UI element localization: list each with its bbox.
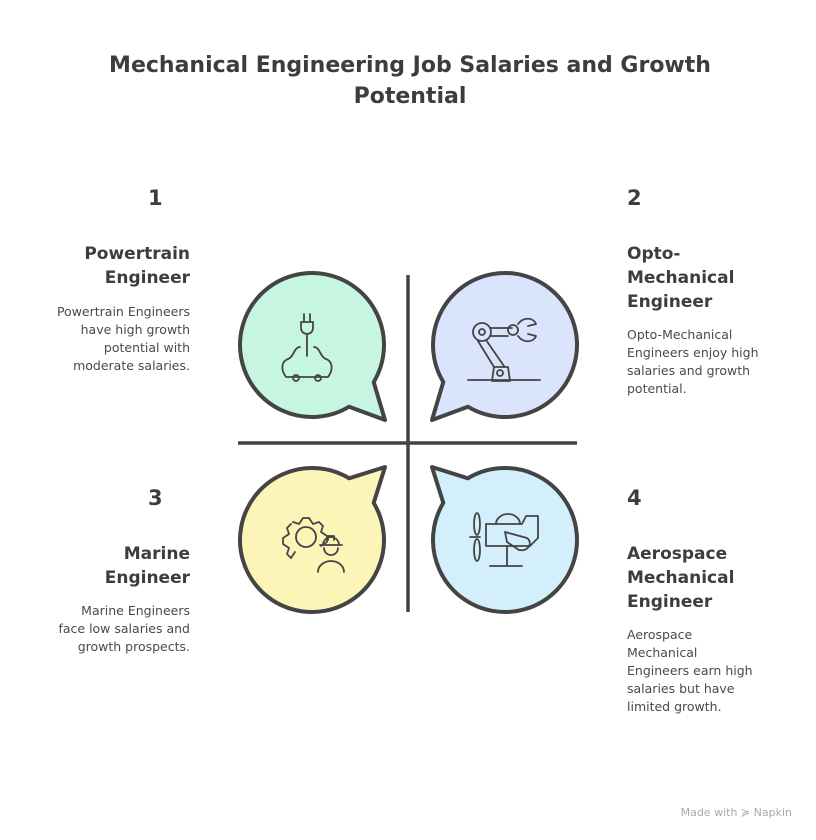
made-with-label: Made with	[680, 806, 738, 819]
bubble-aerospace	[430, 465, 579, 614]
quadrant-1-number: 1	[148, 186, 163, 210]
quadrant-3-title: Marine Engineer	[104, 544, 190, 588]
quadrant-2-title: Opto-Mechanical Engineer	[627, 244, 735, 312]
napkin-logo-icon: ≽	[740, 806, 751, 819]
quadrant-4-title: Aerospace Mechanical Engineer	[627, 544, 735, 612]
quadrant-1-description: Powertrain Engineers have high growth po…	[56, 304, 190, 373]
quadrant-3-description: Marine Engineers face low salaries and g…	[58, 603, 190, 654]
bubble-powertrain	[238, 271, 387, 422]
brand-label: Napkin	[753, 806, 792, 819]
gear-worker-icon	[282, 517, 345, 573]
quadrant-1-title: Powertrain Engineer	[84, 244, 190, 288]
quadrant-4-number: 4	[627, 486, 642, 510]
quadrant-3-number: 3	[148, 486, 163, 510]
bubble-marine	[238, 465, 387, 614]
page-title: Mechanical Engineering Job Salaries and …	[109, 53, 711, 109]
airplane-icon	[469, 512, 539, 567]
quadrant-2-description: Opto-Mechanical Engineers enjoy high sal…	[627, 327, 759, 396]
made-with-napkin-footer[interactable]: Made with ≽ Napkin	[681, 806, 792, 819]
robot-arm-icon	[467, 317, 541, 382]
plug-car-icon	[281, 313, 333, 382]
bubble-opto-mechanical	[430, 271, 579, 422]
quadrant-4-description: Aerospace Mechanical Engineers earn high…	[627, 627, 753, 714]
quadrant-2-number: 2	[627, 186, 642, 210]
